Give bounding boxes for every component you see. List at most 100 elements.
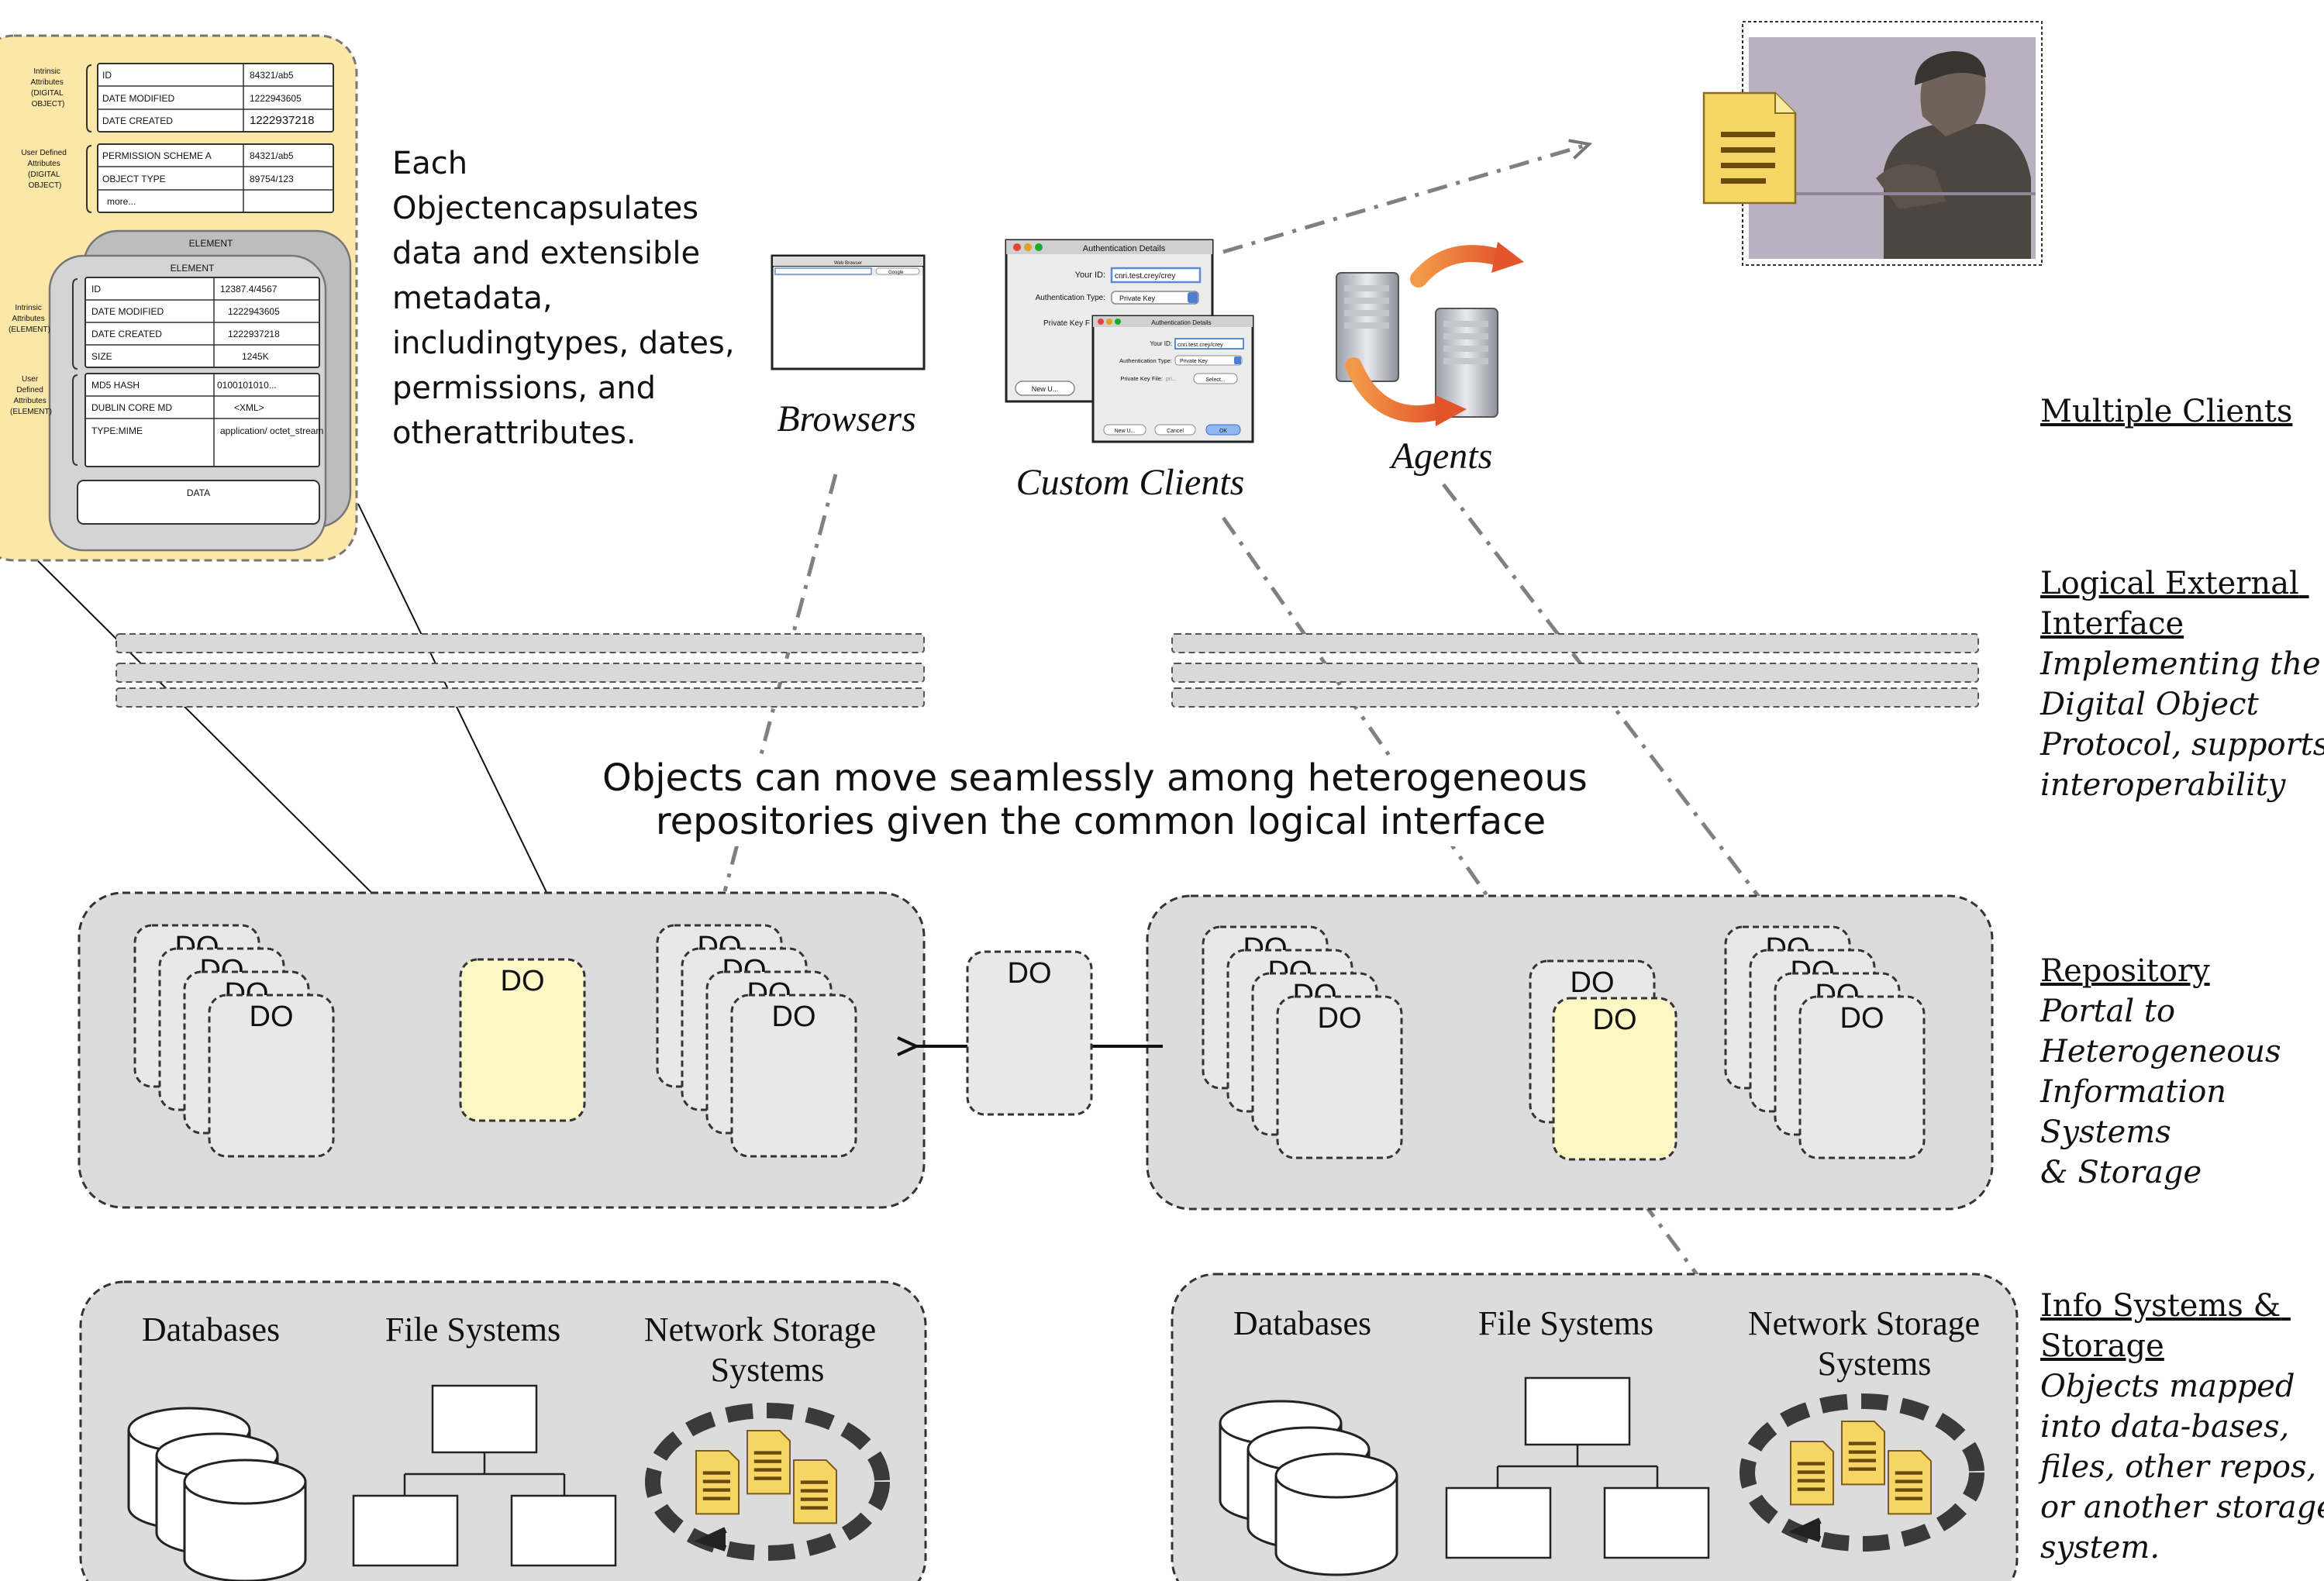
logical-interface-bars-right [1171, 633, 1979, 708]
svg-text:Authentication Details: Authentication Details [1083, 244, 1166, 253]
client-to-user-connector [1222, 144, 1589, 254]
svg-text:New U...: New U... [1032, 385, 1059, 393]
user-reading-document-picture [1742, 21, 2043, 266]
do-row-value: 1222943605 [250, 93, 302, 104]
legend-repository-heading: Repository [2040, 953, 2210, 989]
element-row-value: <XML> [234, 402, 264, 413]
do-row-value: 84321/ab5 [250, 150, 294, 161]
digital-object-card: DO [1798, 995, 1926, 1159]
file-tree-icon [1445, 1376, 1710, 1559]
svg-text:Private Key F: Private Key F [1043, 319, 1090, 328]
agents-label: Agents [1389, 436, 1493, 477]
database-icons [127, 1400, 1398, 1581]
svg-text:cnri.test.crey/crey: cnri.test.crey/crey [1115, 272, 1175, 281]
do-label: DO [1318, 1002, 1362, 1035]
element-row-value: 12387.4/4567 [220, 284, 278, 294]
svg-text:Web Browser: Web Browser [834, 261, 862, 266]
do-label: DO [1840, 1002, 1884, 1035]
database-cylinder-icon [183, 1459, 307, 1581]
legend-info-systems-heading: Info Systems & Storage [2040, 1288, 2291, 1364]
element-row-value: 1245K [242, 351, 269, 362]
element-user-label: User Defined Attributes (ELEMENT) [10, 375, 52, 416]
element-row-key: DUBLIN CORE MD [91, 402, 172, 413]
do-row-key: DATE MODIFIED [102, 93, 174, 104]
file-tree-icon [352, 1384, 617, 1567]
element-user-table: MD5 HASH 0100101010... DUBLIN CORE MD <X… [84, 373, 323, 467]
logical-interface-bars-left [116, 633, 925, 708]
do-row-value: 1222937218 [250, 114, 314, 127]
element-intrinsic-label: Intrinsic Attributes (ELEMENT) [9, 304, 50, 334]
agents-servers-icon [1336, 242, 1524, 426]
data-label: DATA [187, 487, 210, 498]
browser-window-icon: Web Browser Google [771, 254, 926, 370]
element-row-key: DATE MODIFIED [91, 306, 164, 317]
object-metadata-panel: Intrinsic Attributes (DIGITAL OBJECT) ID… [0, 34, 358, 562]
digital-object-card: DO [208, 994, 335, 1158]
moving-digital-object [966, 950, 1093, 1116]
database-cylinder-icon [1274, 1452, 1398, 1576]
digital-object-card: DO [1552, 997, 1677, 1161]
document-icon [747, 1430, 791, 1495]
do-row-key: OBJECT TYPE [102, 174, 166, 184]
document-icon [1702, 91, 1797, 205]
do-label: DO [1571, 966, 1615, 999]
network-storage-icons [645, 1393, 1984, 1561]
element-row-key: ID [91, 284, 101, 294]
do-label: DO [1008, 957, 1052, 990]
element-row-value: 0100101010... [217, 380, 277, 391]
do-intrinsic-table: ID 84321/ab5 DATE MODIFIED 1222943605 DA… [97, 63, 334, 133]
storage-ring-icon [1740, 1393, 1984, 1552]
element-row-value: 1222943605 [228, 306, 280, 317]
do-label: DO [772, 1001, 816, 1033]
element-row-value: 1222937218 [228, 329, 280, 339]
element-header-front: ELEMENT [171, 263, 215, 274]
digital-object-card: DO [1276, 995, 1403, 1159]
svg-text:cnri.test.crey/crey: cnri.test.crey/crey [1178, 341, 1223, 348]
do-row-key: ID [102, 70, 112, 81]
data-block [77, 480, 320, 525]
document-icon [1888, 1450, 1932, 1515]
legend-repository-body: Portal to Heterogeneous Information Syst… [2040, 994, 2291, 1190]
legend-logical-external-heading: Logical External Interface [2040, 566, 2309, 642]
do-user-table: PERMISSION SCHEME A 84321/ab5 OBJECT TYP… [97, 143, 334, 213]
svg-text:Private Key File:: Private Key File: [1120, 375, 1163, 382]
element-row-key: SIZE [91, 351, 112, 362]
svg-text:Your ID:: Your ID: [1075, 270, 1105, 280]
browsers-label: Browsers [777, 398, 916, 439]
document-icon [695, 1450, 740, 1515]
do-label: DO [501, 965, 545, 997]
do-row-value: 89754/123 [250, 174, 294, 184]
element-row-key: TYPE:MIME [91, 425, 143, 436]
do-row-key: more... [107, 196, 136, 207]
do-row-key: DATE CREATED [102, 115, 173, 126]
svg-text:Private Key: Private Key [1119, 294, 1156, 302]
network-storage-label: Network Storage Systems [1748, 1304, 1988, 1383]
svg-text:New U...: New U... [1115, 429, 1136, 434]
do-label: DO [250, 1001, 294, 1033]
do-user-label: User Defined Attributes (DIGITAL OBJECT) [21, 149, 68, 190]
zoom-lines [15, 503, 581, 962]
custom-client-dialog-front: Authentication Details Your ID: cnri.tes… [1091, 315, 1254, 443]
databases-label: Databases [142, 1311, 280, 1348]
digital-object-card: DO [459, 958, 586, 1122]
object-description: Each Objectencapsulates data and extensi… [392, 146, 744, 451]
svg-text:Private Key: Private Key [1180, 359, 1208, 364]
do-row-value: 84321/ab5 [250, 70, 294, 81]
element-row-key: DATE CREATED [91, 329, 162, 339]
svg-text:Select...: Select... [1205, 377, 1225, 383]
document-icon [1841, 1421, 1885, 1486]
do-intrinsic-label: Intrinsic Attributes (DIGITAL OBJECT) [30, 67, 65, 108]
file-system-icons [352, 1376, 1710, 1567]
digital-object-card: DO [730, 994, 857, 1158]
storage-ring-icon [645, 1403, 890, 1561]
svg-text:Google: Google [888, 270, 904, 275]
network-storage-label: Network Storage Systems [644, 1311, 884, 1389]
svg-text:Authentication Type:: Authentication Type: [1119, 357, 1172, 364]
legend: Multiple Clients Logical External Interf… [2038, 394, 2324, 1566]
element-intrinsic-table: ID 12387.4/4567 DATE MODIFIED 1222943605… [84, 277, 320, 368]
legend-logical-external-body: Implementing the Digital Object Protocol… [2040, 646, 2324, 803]
do-row-key: PERMISSION SCHEME A [102, 150, 212, 161]
svg-text:OK: OK [1219, 429, 1227, 434]
legend-info-systems-body: Objects mapped into data-bases, files, o… [2038, 1369, 2324, 1566]
